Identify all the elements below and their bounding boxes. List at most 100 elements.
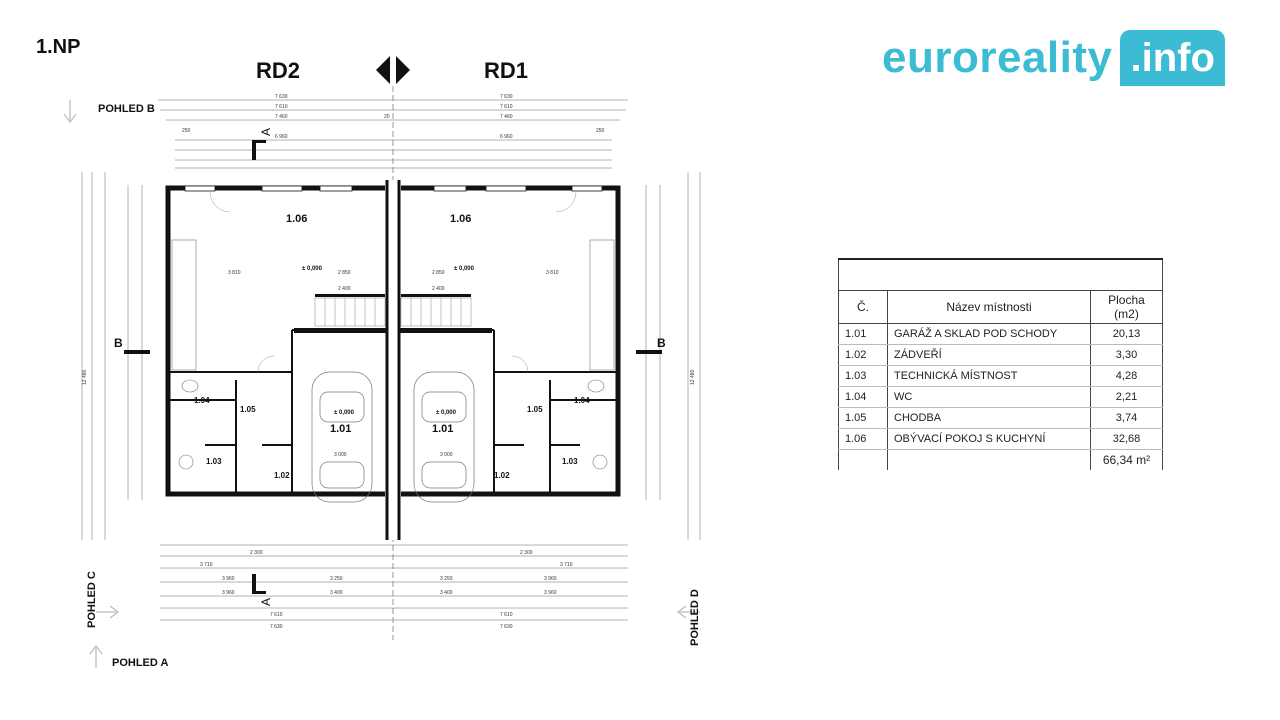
table-total-row: 66,34 m² [838, 449, 1163, 470]
section-mark-b-right: B [636, 336, 666, 354]
cell-no: 1.03 [838, 365, 888, 387]
dim-7610-bottom-left: 7 610 [270, 612, 283, 618]
cell-area: 3,30 [1090, 344, 1163, 366]
dim-3960b-right: 3 960 [544, 590, 557, 596]
arrow-a-icon [89, 645, 103, 668]
cell-name: OBÝVACÍ POKOJ S KUCHYNÍ [887, 428, 1091, 450]
dim-inner-right: 7 610 [500, 104, 513, 110]
section-mark-b-left: B [114, 336, 150, 354]
windows-top [184, 185, 603, 192]
cell-no: 1.02 [838, 344, 888, 366]
room-label-101-right: 1.01 [432, 423, 453, 435]
arrow-b-icon [63, 100, 77, 123]
dim-3400-left: 3 400 [330, 590, 343, 596]
cell-area: 4,28 [1090, 365, 1163, 387]
dim-2300-right: 2 300 [520, 550, 533, 556]
dim-3960b-left: 3 960 [222, 590, 235, 596]
structural-beams [294, 294, 492, 333]
dim-7630-bottom-left: 7 630 [270, 624, 283, 630]
logo-badge: .info [1120, 30, 1225, 86]
cell-no: 1.04 [838, 386, 888, 408]
table-header-row: Č. Název místnosti Plocha (m2) [838, 290, 1163, 324]
level-101-right: ± 0,000 [436, 410, 457, 416]
logo-text: euroreality [882, 33, 1113, 82]
table-row: 1.03 TECHNICKÁ MÍSTNOST 4,28 [838, 365, 1163, 387]
cell-no: 1.06 [838, 428, 888, 450]
bottom-dimensions [160, 544, 628, 621]
dim-3710-right: 3 710 [560, 562, 573, 568]
dim-7610-bottom-right: 7 610 [500, 612, 513, 618]
kitchen-counters [171, 239, 615, 371]
cell-name: CHODBA [887, 407, 1091, 429]
left-dimensions [81, 172, 701, 540]
header-area: Plocha (m2) [1090, 290, 1163, 324]
logo: euroreality .info [882, 28, 1225, 88]
room-label-105-right: 1.05 [527, 405, 543, 414]
cell-name: ZÁDVEŘÍ [887, 344, 1091, 366]
level-marks: ± 0,000 ± 0,000 ± 0,000 ± 0,000 [302, 266, 475, 416]
dim-2400-right: 2 400 [432, 286, 445, 292]
room-label-102-right: 1.02 [494, 471, 510, 480]
dim-12480-left: 12 480 [82, 369, 88, 385]
level-106-right: ± 0,000 [454, 266, 475, 272]
interior-dimensions: 2 400 2 400 2 850 2 850 3 810 3 810 3 00… [228, 270, 559, 458]
staircase-left [314, 297, 386, 327]
arrow-c-icon [96, 605, 119, 619]
level-101-left: ± 0,000 [334, 410, 355, 416]
room-schedule-table: Č. Název místnosti Plocha (m2) 1.01 GARÁ… [838, 258, 1163, 470]
dim-3250-right: 3 250 [440, 576, 453, 582]
unit-label-left: RD2 [256, 58, 301, 83]
cell-no: 1.05 [838, 407, 888, 429]
room-label-106-left: 1.06 [286, 213, 307, 225]
car-right [413, 371, 475, 503]
level-106-left: ± 0,000 [302, 266, 323, 272]
svg-text:B: B [114, 336, 123, 350]
dim-3000-left: 3 000 [334, 452, 347, 458]
unit-label-right: RD1 [484, 58, 529, 83]
floor-label: 1.NP [36, 36, 81, 58]
dim-wall-right: 7 460 [500, 114, 513, 120]
room-label-103-right: 1.03 [562, 457, 578, 466]
room-label-101-left: 1.01 [330, 423, 351, 435]
view-label-c: POHLED C [86, 571, 98, 628]
dim-2850-right: 2 850 [432, 270, 445, 276]
dim-3710-left: 3 710 [200, 562, 213, 568]
cell-area: 3,74 [1090, 407, 1163, 429]
table-title-row [838, 258, 1163, 291]
table-row: 1.06 OBÝVACÍ POKOJ S KUCHYNÍ 32,68 [838, 428, 1163, 450]
room-label-102-left: 1.02 [274, 471, 290, 480]
room-labels: 1.06 1.06 1.01 1.01 [286, 213, 471, 435]
party-wall-gap [385, 180, 401, 540]
dim-6960-right: 6 960 [500, 134, 513, 140]
dim-2850-left: 2 850 [338, 270, 351, 276]
cell-area: 2,21 [1090, 386, 1163, 408]
interior-walls [168, 329, 618, 494]
svg-text:B: B [657, 336, 666, 350]
dim-2300-left: 2 300 [250, 550, 263, 556]
room-label-105-left: 1.05 [240, 405, 256, 414]
top-dimensions [158, 99, 628, 169]
dim-3960-right: 3 960 [544, 576, 557, 582]
table-row: 1.02 ZÁDVEŘÍ 3,30 [838, 344, 1163, 366]
dim-overall-left: 7 630 [275, 94, 288, 100]
door-swings [209, 191, 577, 373]
cell-area: 32,68 [1090, 428, 1163, 450]
total-area: 66,34 m² [1090, 449, 1163, 470]
table-row: 1.05 CHODBA 3,74 [838, 407, 1163, 429]
dim-overall-right: 7 630 [500, 94, 513, 100]
dim-wall-left: 7 460 [275, 114, 288, 120]
svg-text:A: A [259, 598, 273, 606]
bottom-dimension-texts: 2 300 2 300 3 710 3 710 3 960 3 960 3 25… [200, 550, 573, 630]
view-label-a: POHLED A [112, 657, 168, 669]
dim-3000-right: 3 000 [440, 452, 453, 458]
dim-3810-right: 3 810 [546, 270, 559, 276]
room-label-104-right: 1.04 [574, 396, 590, 405]
party-wall-marker [376, 56, 410, 84]
dim-inner-left: 7 610 [275, 104, 288, 110]
view-label-d: POHLED D [689, 589, 701, 646]
party-walls [385, 180, 401, 540]
top-dimension-texts: 7 630 7 630 7 610 7 610 7 460 7 460 6 96… [182, 94, 605, 140]
dim-3960-left: 3 960 [222, 576, 235, 582]
room-label-106-right: 1.06 [450, 213, 471, 225]
